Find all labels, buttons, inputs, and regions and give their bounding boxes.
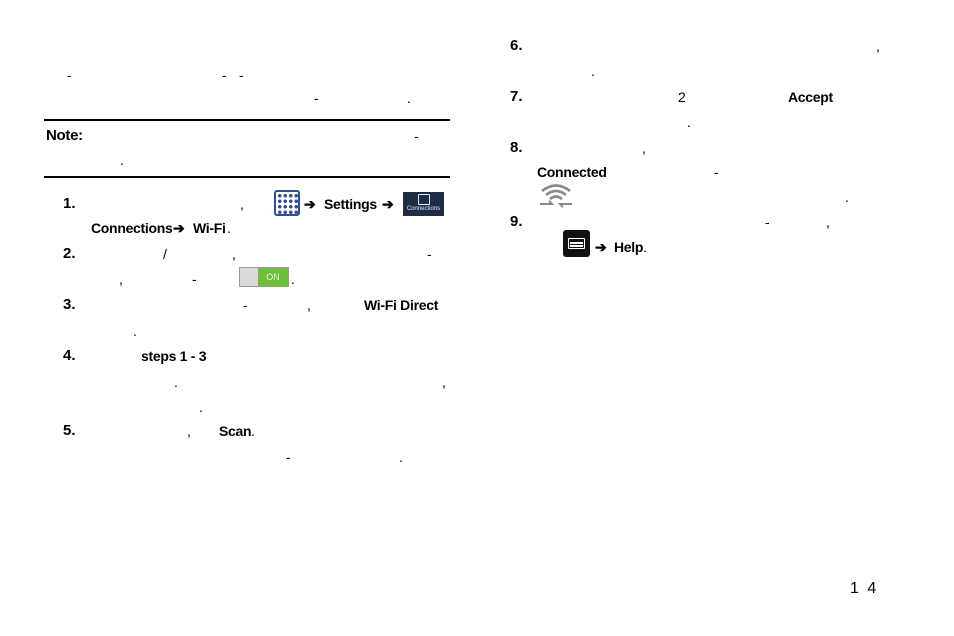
step-text: ,: [119, 271, 123, 287]
wifi-direct-label: Wi-Fi Direct: [364, 297, 439, 313]
step-text: .: [643, 239, 647, 255]
step-text: ,: [642, 140, 646, 156]
step-text: .: [591, 63, 595, 79]
step-text: ,: [232, 246, 236, 262]
steps-reference: steps 1 - 3: [141, 348, 207, 364]
menu-icon: [563, 230, 590, 257]
step-number: 4.: [63, 347, 76, 364]
step-text: ,: [826, 214, 830, 230]
step-number: 8.: [510, 139, 523, 156]
settings-label: Settings: [324, 196, 377, 212]
toggle-on-icon: ON: [239, 267, 289, 287]
step-text: ,: [187, 423, 191, 439]
step-text: ,: [876, 38, 880, 54]
wifi-label: Wi-Fi: [193, 220, 226, 236]
menu-glyph-icon: [568, 238, 585, 249]
step-number: 7.: [510, 88, 523, 105]
step-text: .: [687, 114, 691, 130]
arrow-text: ➔: [382, 196, 394, 212]
accept-label: Accept: [788, 89, 833, 105]
step-text: .: [133, 323, 137, 339]
step-number: 3.: [63, 296, 76, 313]
intro-text: -: [239, 67, 244, 83]
connected-label: Connected: [537, 164, 607, 180]
step-text: -: [765, 214, 770, 230]
note-label: Note:: [46, 127, 83, 144]
page-number: 1 4: [850, 580, 879, 597]
step-number: 9.: [510, 213, 523, 230]
intro-text: -: [222, 67, 227, 83]
menu-line-icon: [570, 242, 583, 244]
help-label: Help: [614, 239, 644, 255]
step-text: .: [399, 449, 403, 465]
arrow-text: ➔: [304, 196, 316, 212]
step-text: ,: [442, 374, 446, 390]
menu-line-icon: [570, 245, 583, 247]
step-number: 5.: [63, 422, 76, 439]
step-text: .: [845, 189, 849, 205]
connections-icon-label: Connections: [406, 206, 441, 212]
step-text: .: [251, 423, 255, 439]
note-top-rule: [44, 119, 450, 121]
intro-text: .: [407, 90, 411, 106]
step-text: -: [192, 271, 197, 287]
step-text: -: [243, 297, 248, 313]
note-bottom-rule: [44, 176, 450, 178]
step-text: /: [163, 246, 167, 262]
step-text: -: [286, 449, 291, 465]
step-text: ,: [240, 196, 244, 212]
intro-text: -: [314, 90, 319, 106]
step-number: 1.: [63, 195, 76, 212]
connections-icon: Connections: [403, 192, 444, 216]
arrow-text: ➔: [173, 220, 185, 236]
scan-label: Scan: [219, 423, 252, 439]
step-number: 6.: [510, 37, 523, 54]
step-text: .: [227, 220, 231, 236]
intro-text: -: [67, 67, 72, 83]
step-number: 2.: [63, 245, 76, 262]
step-text: .: [174, 374, 178, 390]
wifi-direct-connected-icon: [540, 184, 572, 208]
connections-glyph-icon: [417, 194, 430, 205]
note-text: -: [414, 128, 419, 144]
arrow-text: ➔: [595, 239, 607, 255]
step-text: -: [427, 246, 432, 262]
step-text: -: [714, 164, 719, 180]
apps-icon: [274, 190, 300, 216]
step-text: ,: [307, 297, 311, 313]
note-text: .: [120, 152, 124, 168]
step-text: 2: [678, 89, 686, 105]
toggle-label: ON: [258, 268, 288, 286]
step-text: .: [199, 399, 203, 415]
connections-label: Connections: [91, 220, 173, 236]
step-text: .: [291, 271, 295, 287]
